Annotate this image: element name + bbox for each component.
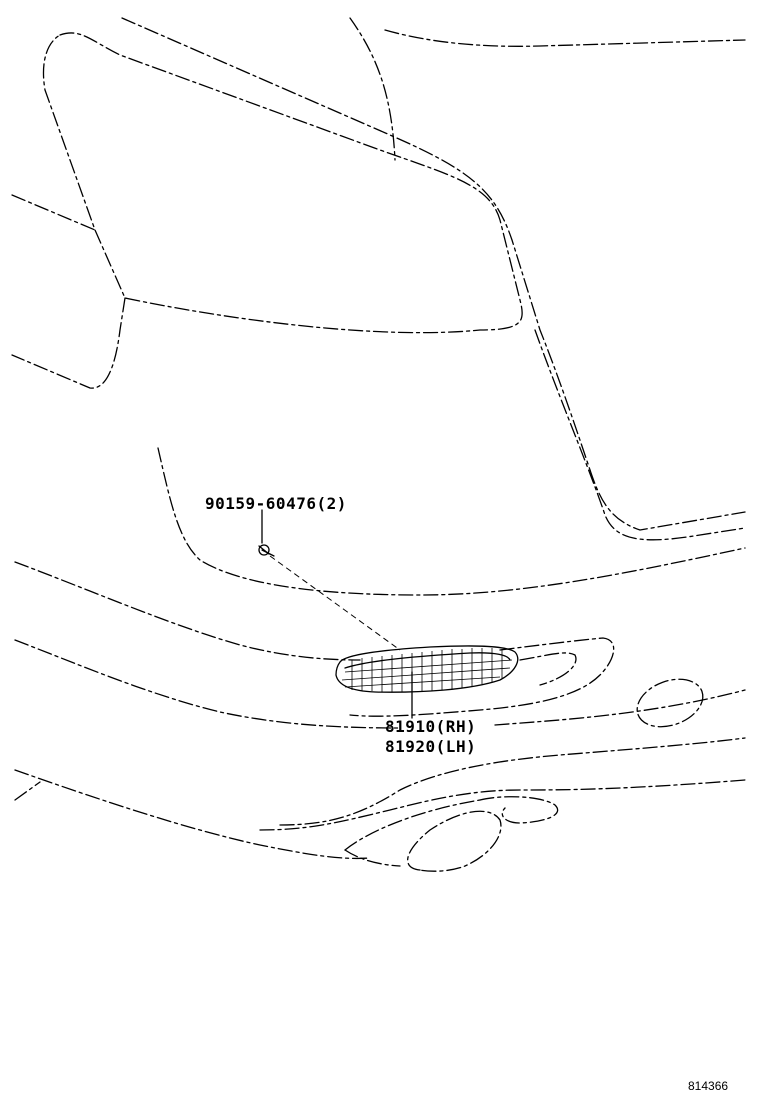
reflector-rh-part-number: 81910	[385, 717, 436, 736]
bumper-recess	[349, 637, 615, 717]
trunk-lower-line	[589, 469, 746, 531]
screw-to-reflector-leader	[269, 555, 401, 651]
reflector-lh-label: 81920(LH)	[385, 737, 476, 756]
reflector-lh-part-number: 81920	[385, 737, 436, 756]
screw-quantity: (2)	[316, 494, 347, 513]
diffuser-line	[259, 779, 746, 831]
bumper-middle-contour	[14, 639, 401, 729]
bumper-bottom-contour	[14, 769, 371, 860]
roof-line	[384, 29, 746, 47]
screw	[258, 544, 275, 557]
body-side-line	[11, 194, 96, 231]
screw-part-number: 90159-60476	[205, 494, 317, 513]
exhaust-body	[344, 799, 481, 851]
bumper-upper-contour	[14, 561, 361, 661]
trunk-lid-edge	[11, 297, 126, 389]
exhaust-pipe	[344, 810, 502, 872]
bumper-underside	[14, 737, 746, 826]
bumper-recess-inner	[519, 652, 577, 686]
illustration-code: 814366	[688, 1079, 729, 1093]
rear-window-glass	[42, 32, 523, 334]
bumper-top-line	[157, 447, 746, 596]
rear-reflector	[335, 645, 519, 693]
reflector-lh-side: (LH)	[435, 737, 477, 756]
tow-hook-cover	[636, 678, 704, 728]
reflector-rh-side: (RH)	[435, 717, 477, 736]
rear-window-outline	[121, 17, 591, 471]
screw-part-label: 90159-60476(2)	[205, 494, 347, 513]
reflector-rh-label: 81910(RH)	[385, 717, 476, 736]
bumper-lower-contour	[494, 689, 746, 726]
trunk-gap-line	[534, 329, 746, 541]
exhaust-outlet	[479, 796, 559, 824]
rear-pillar-line	[349, 17, 396, 161]
